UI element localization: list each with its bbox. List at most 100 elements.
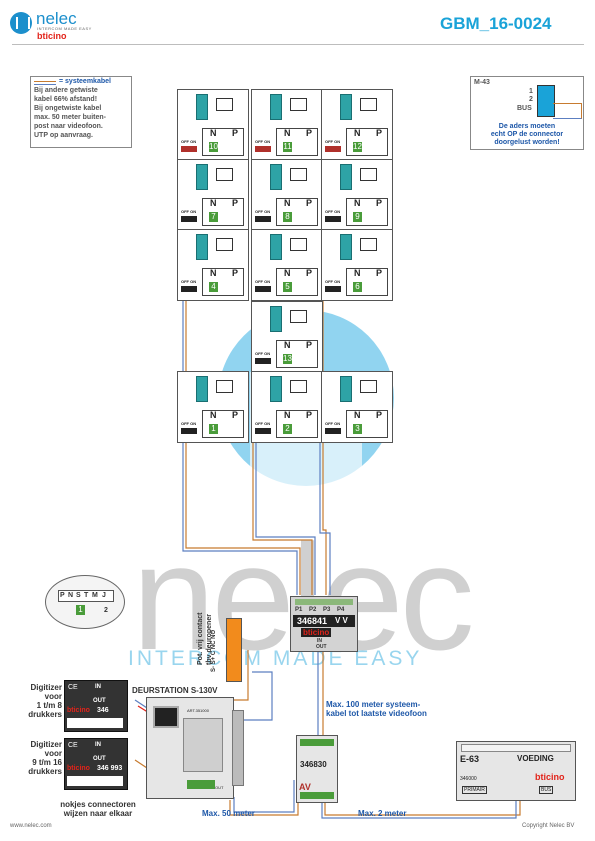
- unit-number: 7: [209, 212, 218, 222]
- unit-offon-label: OFF ON: [181, 209, 197, 214]
- note-max50: Max. 50 meter: [202, 809, 255, 818]
- unit-number: 12: [353, 142, 362, 152]
- unit-np-box: [346, 128, 388, 156]
- distributor-out: OUT: [316, 644, 327, 650]
- unit-p-label: P: [306, 268, 313, 278]
- logo-icon: [10, 12, 32, 34]
- unit-switch: [325, 146, 341, 152]
- digitizer2-label-line: voor: [44, 749, 62, 758]
- amplifier-label: 346830: [300, 760, 327, 769]
- connector-warning-line: echt OP de connector: [490, 131, 564, 138]
- note-max100-line: Max. 100 meter systeem-: [326, 700, 421, 709]
- unit-terminal: [270, 376, 282, 402]
- distributor-port: P3: [323, 607, 331, 613]
- connector-warning-line: De aders moeten: [498, 123, 556, 130]
- unit-p-label: P: [232, 410, 239, 420]
- unit-switch: [181, 216, 197, 222]
- legend-line: Bij andere getwiste: [34, 87, 98, 94]
- amplifier-346830: 346830 AV: [296, 735, 338, 803]
- unit-number: 10: [209, 142, 218, 152]
- unit-terminal: [196, 164, 208, 190]
- unit-np-box: [276, 340, 318, 368]
- unit-switch: [255, 216, 271, 222]
- unit-np-box: [202, 128, 244, 156]
- unit-offon-label: OFF ON: [255, 279, 271, 284]
- unit-number: 3: [353, 424, 362, 434]
- unit-number: 6: [353, 282, 362, 292]
- distributor-brand: bticino: [301, 628, 332, 637]
- distributor-in: IN: [317, 638, 322, 644]
- monitor-icon: [290, 310, 307, 323]
- unit-p-label: P: [376, 410, 383, 420]
- digitizer2-brand: bticino: [67, 765, 90, 772]
- zoom-terminal-row: [58, 590, 114, 602]
- zoom-terminal: N: [68, 592, 74, 599]
- unit-p-label: P: [306, 410, 313, 420]
- doorstation-title: DEURSTATION S-130V: [132, 686, 218, 695]
- note-max100: Max. 100 meter systeem- kabel tot laatst…: [326, 700, 427, 718]
- monitor-icon: [360, 380, 377, 393]
- unit-n-label: N: [210, 128, 217, 138]
- distributor-vv: V V: [335, 616, 348, 625]
- unit-number: 2: [283, 424, 292, 434]
- unit-p-label: P: [232, 198, 239, 208]
- footer-copyright: Copyright Nelec BV: [522, 823, 575, 829]
- unit-n-label: N: [354, 128, 361, 138]
- digitizer2-label: Digitizer voor 9 t/m 16 drukkers: [20, 740, 62, 776]
- contact-terminal-block: [226, 618, 242, 682]
- digitizer1-model: 346: [97, 707, 109, 714]
- unit-terminal: [196, 376, 208, 402]
- unit-n-label: N: [284, 410, 291, 420]
- zoom-terminal: P: [60, 592, 65, 599]
- unit-p-label: P: [306, 340, 313, 350]
- logo-icon-bars: [16, 17, 30, 29]
- unit-p-label: P: [376, 198, 383, 208]
- unit-np-box: [276, 268, 318, 296]
- unit-np-box: [202, 198, 244, 226]
- distributor-port: P4: [337, 607, 345, 613]
- zoom-terminal: J: [102, 592, 106, 599]
- doorstation-board: [183, 718, 223, 772]
- digitizer2-ce: CE: [68, 742, 78, 749]
- legend-box: = systeemkabel Bij andere getwiste kabel…: [30, 76, 132, 148]
- nokjes-note-line: nokjes connectoren: [60, 800, 136, 809]
- unit-offon-label: OFF ON: [325, 279, 341, 284]
- note-max2: Max. 2 meter: [358, 809, 407, 818]
- unit-switch: [181, 286, 197, 292]
- unit-p-label: P: [306, 198, 313, 208]
- amplifier-bottom-terminals: [300, 792, 334, 799]
- unit-np-box: [346, 198, 388, 226]
- connector-pin2: 2: [529, 96, 533, 103]
- power-model: 346000: [460, 776, 477, 782]
- doorstation-art: ART.351000: [187, 708, 209, 713]
- digitizer2-label-line: Digitizer: [30, 740, 62, 749]
- distributor-label: 346841: [297, 616, 328, 626]
- unit-np-box: [202, 410, 244, 438]
- digitizer1-label-line: voor: [44, 692, 62, 701]
- unit-n-label: N: [284, 340, 291, 350]
- digitizer1-ce: CE: [68, 684, 78, 691]
- monitor-icon: [216, 238, 233, 251]
- connector-warning-line: doorgelust worden!: [494, 139, 560, 146]
- unit-p-label: P: [306, 128, 313, 138]
- legend-line: kabel 66% afstand!: [34, 96, 98, 103]
- logo-name: nelec: [36, 9, 77, 28]
- unit-n-label: N: [284, 268, 291, 278]
- connector-bus: BUS: [517, 105, 532, 112]
- doorstation: ART.351000 OUT: [146, 697, 234, 799]
- unit-np-box: [202, 268, 244, 296]
- legend-title: = systeemkabel: [59, 78, 111, 85]
- unit-switch: [255, 286, 271, 292]
- unit-terminal: [270, 234, 282, 260]
- logo-tagline: INTERCOM MADE EASY: [37, 26, 92, 31]
- nokjes-note-line: wijzen naar elkaar: [63, 809, 133, 818]
